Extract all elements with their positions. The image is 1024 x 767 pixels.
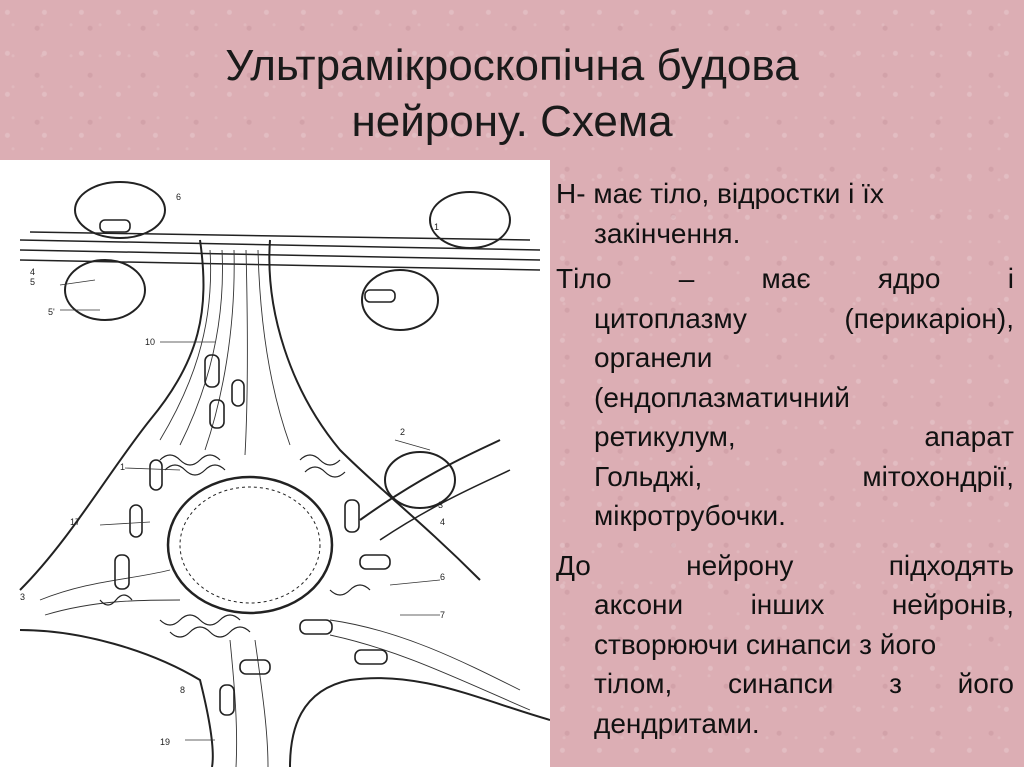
figure-label: 7 xyxy=(440,610,445,620)
slide-title: Ультрамікроскопічна будова нейрону. Схем… xyxy=(0,38,1024,150)
figure-label: 6 xyxy=(440,572,445,582)
synapse-terminal-left xyxy=(65,260,145,320)
figure-label: 1 xyxy=(120,462,125,472)
paragraph-2: Тіло – має ядро і цитоплазму (перикаріон… xyxy=(556,259,1014,536)
p2-line-1: Тіло – має ядро і xyxy=(556,259,1014,299)
figure-label: 4 xyxy=(440,517,445,527)
p3-line-3: створюючи синапси з його xyxy=(556,625,1014,665)
figure-label: 17 xyxy=(70,517,80,527)
p2-line-4: (ендоплазматичний xyxy=(556,378,1014,418)
p2-line-7: мікротрубочки. xyxy=(556,496,1014,536)
p3-line-1: До нейрону підходять xyxy=(556,546,1014,586)
p2-line-2: цитоплазму (перикаріон), xyxy=(556,299,1014,339)
p1-line-1: Н- має тіло, відростки і їх xyxy=(556,174,1014,214)
synapse-terminal-top-left xyxy=(75,182,165,238)
figure-label: 5' xyxy=(48,307,55,317)
neuron-diagram-svg: 6 1 4 5 5' 10 1 2 3 4 17 6 7 8 19 3 xyxy=(0,160,550,767)
p3-line-5: дендритами. xyxy=(556,704,1014,744)
figure-label: 3 xyxy=(20,592,25,602)
figure-label: 3 xyxy=(438,500,443,510)
p3-line-4: тілом, синапси з його xyxy=(556,664,1014,704)
figure-label: 6 xyxy=(176,192,181,202)
text-panel: Н- має тіло, відростки і їх закінчення. … xyxy=(556,174,1014,743)
p1-line-2: закінчення. xyxy=(556,214,1014,254)
paragraph-1: Н- має тіло, відростки і їх закінчення. xyxy=(556,174,1014,253)
p2-line-6: Гольджі, мітохондрії, xyxy=(556,457,1014,497)
figure-label: 5 xyxy=(30,277,35,287)
figure-label: 1 xyxy=(434,222,439,232)
p3-line-2: аксони інших нейронів, xyxy=(556,585,1014,625)
paragraph-3: До нейрону підходять аксони інших нейрон… xyxy=(556,546,1014,744)
p2-line-5: ретикулум, апарат xyxy=(556,417,1014,457)
figure-label: 2 xyxy=(400,427,405,437)
top-fibres xyxy=(20,232,540,270)
synapse-terminal-mid xyxy=(362,270,438,330)
figure-label: 4 xyxy=(30,267,35,277)
slide-title-line-1: Ультрамікроскопічна будова xyxy=(0,38,1024,94)
neuron-diagram: 6 1 4 5 5' 10 1 2 3 4 17 6 7 8 19 3 xyxy=(0,160,550,767)
figure-label: 10 xyxy=(145,337,155,347)
nucleus xyxy=(168,477,332,613)
p2-line-3: органели xyxy=(556,338,1014,378)
figure-label: 19 xyxy=(160,737,170,747)
slide-title-line-2: нейрону. Схема xyxy=(0,94,1024,150)
figure-label: 8 xyxy=(180,685,185,695)
